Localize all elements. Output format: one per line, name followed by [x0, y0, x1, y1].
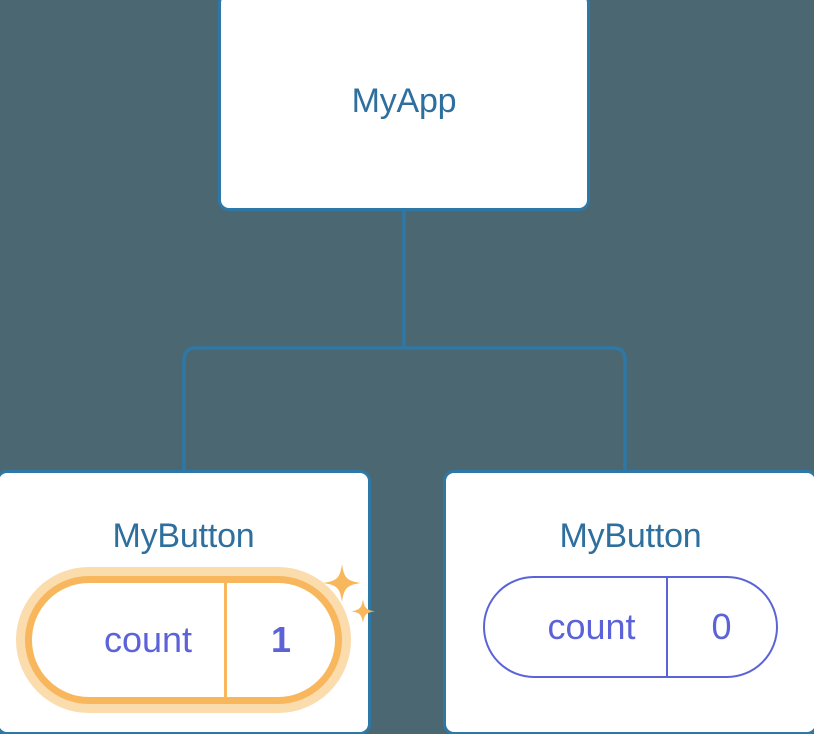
sparkle-large-icon — [323, 564, 362, 602]
component-node-mybutton-left[interactable]: MyButton count 1 — [0, 470, 376, 734]
state-pill-wrapper: count 0 — [483, 576, 778, 678]
component-node-myapp[interactable]: MyApp — [218, 0, 590, 211]
component-node-mybutton-right[interactable]: MyButton count 0 — [443, 470, 814, 734]
state-pill[interactable]: count 1 — [24, 576, 343, 704]
edge-to-child-right — [404, 346, 627, 474]
component-title: MyButton — [112, 517, 255, 555]
state-key: count — [103, 619, 193, 660]
edge-to-child-left — [182, 346, 404, 474]
component-title: MyButton — [559, 517, 702, 555]
state-value: 1 — [224, 583, 335, 697]
component-title: MyApp — [351, 82, 457, 120]
state-key: count — [547, 606, 636, 647]
state-pill[interactable]: count 0 — [483, 576, 778, 678]
state-value: 0 — [665, 578, 776, 676]
state-pill-wrapper: count 1 — [24, 564, 376, 704]
